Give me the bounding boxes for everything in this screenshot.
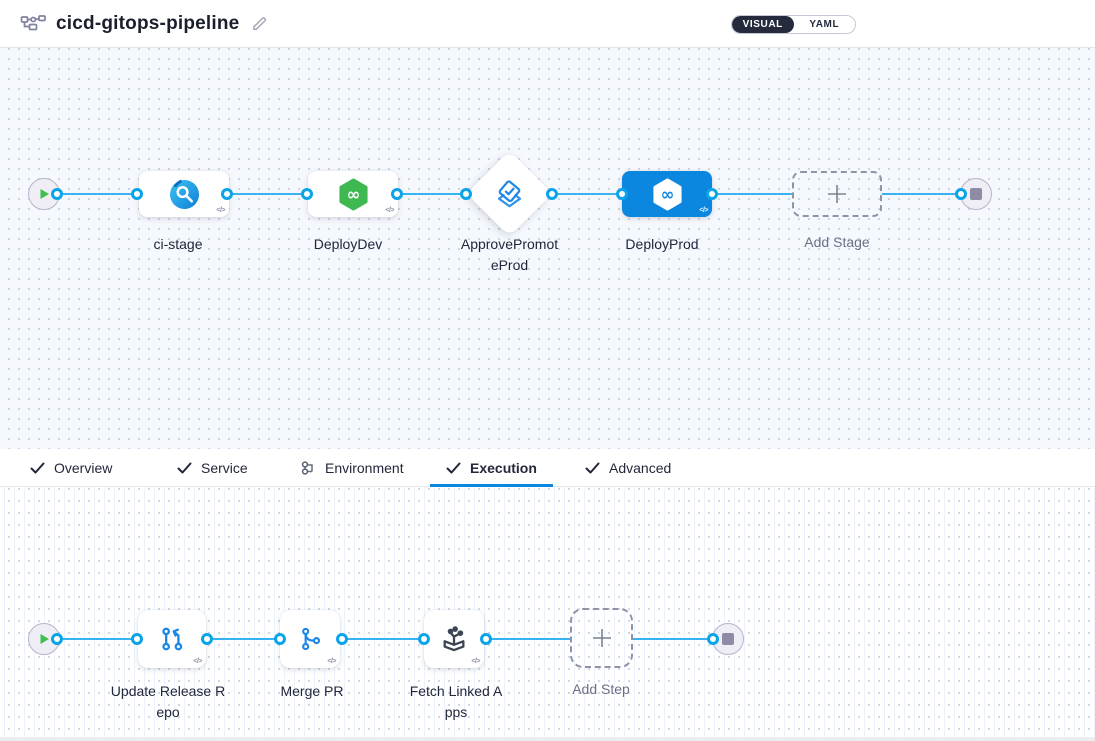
tab-label: Service bbox=[201, 460, 248, 476]
edit-pencil-icon[interactable] bbox=[251, 15, 268, 32]
template-code-icon: </> bbox=[471, 658, 480, 665]
connector-port[interactable] bbox=[131, 633, 143, 645]
connector-port[interactable] bbox=[131, 188, 143, 200]
connector-line bbox=[342, 638, 424, 640]
git-merge-icon bbox=[302, 627, 321, 651]
plus-icon bbox=[592, 629, 611, 647]
connector-port[interactable] bbox=[221, 188, 233, 200]
tab-label: Execution bbox=[470, 460, 537, 476]
connector-port[interactable] bbox=[460, 188, 472, 200]
tab-advanced[interactable]: Advanced bbox=[569, 449, 687, 487]
connector-port[interactable] bbox=[391, 188, 403, 200]
connector-line bbox=[227, 193, 307, 195]
stage-node-ci-stage[interactable]: </> bbox=[139, 171, 229, 217]
svg-text:∞: ∞ bbox=[346, 184, 360, 203]
connector-line bbox=[207, 638, 280, 640]
connector-port[interactable] bbox=[274, 633, 286, 645]
header: cicd-gitops-pipeline VISUAL YAML bbox=[0, 0, 1095, 48]
tab-execution[interactable]: Execution bbox=[430, 449, 553, 487]
step-label: Merge PR bbox=[280, 683, 344, 699]
fetch-apps-icon bbox=[443, 626, 465, 652]
pipeline-title: cicd-gitops-pipeline bbox=[56, 12, 240, 34]
tab-environment[interactable]: Environment bbox=[284, 449, 420, 487]
svg-text:∞: ∞ bbox=[660, 184, 674, 203]
cd-hexagon-icon: ∞ bbox=[338, 177, 368, 211]
template-code-icon: </> bbox=[216, 207, 225, 214]
visual-yaml-toggle[interactable]: VISUAL YAML bbox=[731, 15, 856, 34]
tab-label: Advanced bbox=[609, 460, 672, 476]
connector-line bbox=[633, 638, 713, 640]
connector-port[interactable] bbox=[616, 188, 628, 200]
cd-hexagon-icon: ∞ bbox=[652, 177, 682, 211]
template-code-icon: </> bbox=[385, 207, 394, 214]
tab-service[interactable]: Service bbox=[161, 449, 264, 487]
connector-line bbox=[57, 193, 137, 195]
environment-icon bbox=[301, 461, 313, 475]
connector-port[interactable] bbox=[201, 633, 213, 645]
stage-label: DeployDev bbox=[313, 236, 383, 252]
step-label: Update Release Repo bbox=[110, 683, 226, 720]
toggle-yaml[interactable]: YAML bbox=[809, 19, 840, 30]
add-stage-label: Add Stage bbox=[804, 234, 870, 250]
step-node-merge-pr[interactable]: </> bbox=[280, 610, 340, 668]
connector-line bbox=[397, 193, 466, 195]
play-icon bbox=[40, 634, 49, 644]
plus-icon bbox=[828, 185, 846, 203]
stage-node-deploydev[interactable]: ∞ </> bbox=[308, 171, 398, 217]
check-icon bbox=[177, 462, 192, 474]
connector-port[interactable] bbox=[336, 633, 348, 645]
connector-port[interactable] bbox=[51, 633, 63, 645]
git-update-icon bbox=[162, 627, 183, 651]
connector-line bbox=[486, 638, 570, 640]
tab-label: Overview bbox=[54, 460, 113, 476]
connector-line bbox=[57, 638, 137, 640]
connector-port[interactable] bbox=[418, 633, 430, 645]
connector-port[interactable] bbox=[706, 188, 718, 200]
tab-label: Environment bbox=[325, 460, 404, 476]
step-node-fetch-linked-apps[interactable]: </> bbox=[424, 610, 484, 668]
pipeline-icon bbox=[20, 13, 46, 35]
connector-port[interactable] bbox=[707, 633, 719, 645]
connector-line bbox=[882, 193, 961, 195]
execution-canvas[interactable]: </> </> </> Update Release Repo Merge PR bbox=[0, 487, 1095, 741]
add-step-button[interactable] bbox=[570, 608, 633, 668]
add-step-label: Add Step bbox=[572, 681, 630, 697]
template-code-icon: </> bbox=[193, 658, 202, 665]
template-code-icon: </> bbox=[327, 658, 336, 665]
stop-icon bbox=[970, 188, 982, 200]
toggle-visual[interactable]: VISUAL bbox=[732, 16, 794, 33]
connector-port[interactable] bbox=[301, 188, 313, 200]
stage-canvas[interactable]: </> ∞ </> ∞ </> bbox=[0, 48, 1095, 449]
play-icon bbox=[40, 189, 49, 199]
connector-port[interactable] bbox=[955, 188, 967, 200]
add-stage-button[interactable] bbox=[792, 171, 882, 217]
stage-label: ci-stage bbox=[153, 236, 203, 252]
stage-config-tabbar: Overview Service Environment Execution A… bbox=[0, 449, 1095, 487]
connector-port[interactable] bbox=[546, 188, 558, 200]
check-icon bbox=[30, 462, 45, 474]
step-label: Fetch Linked Apps bbox=[409, 683, 503, 720]
stop-icon bbox=[722, 633, 734, 645]
tab-overview[interactable]: Overview bbox=[14, 449, 128, 487]
approval-icon bbox=[497, 179, 522, 207]
step-node-update-release-repo[interactable]: </> bbox=[138, 610, 206, 668]
stage-label: DeployProd bbox=[625, 236, 699, 252]
stage-node-deployprod[interactable]: ∞ </> bbox=[622, 171, 712, 217]
stage-node-approvepromoteprod[interactable] bbox=[466, 150, 553, 237]
connector-line bbox=[552, 193, 622, 195]
connector-line bbox=[712, 193, 792, 195]
check-icon bbox=[446, 462, 461, 474]
connector-port[interactable] bbox=[51, 188, 63, 200]
connector-port[interactable] bbox=[480, 633, 492, 645]
check-icon bbox=[585, 462, 600, 474]
template-code-icon: </> bbox=[699, 207, 708, 214]
horizontal-scrollbar[interactable] bbox=[0, 737, 1095, 741]
stage-label: ApprovePromoteProd bbox=[460, 236, 559, 273]
ci-build-icon bbox=[169, 179, 199, 209]
